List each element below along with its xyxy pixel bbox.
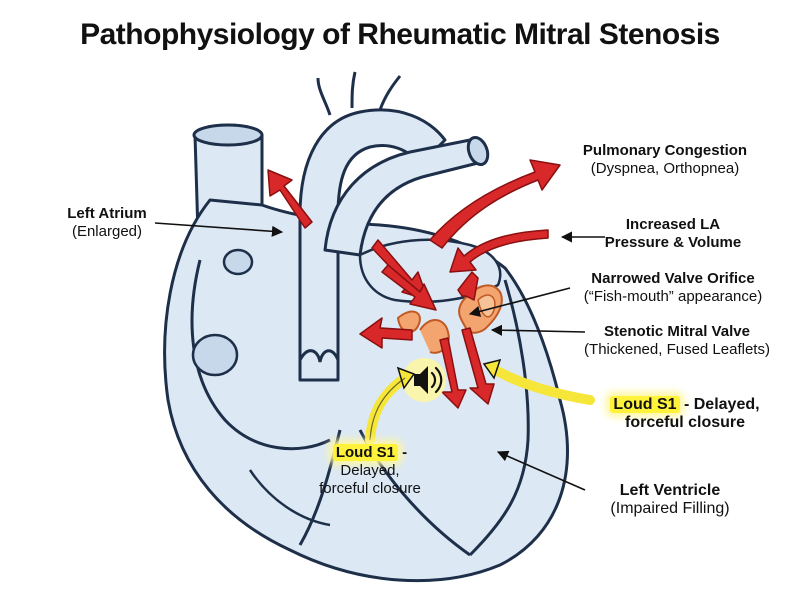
loud-s1-center-line2: Delayed, xyxy=(340,462,400,479)
label-pulmonary-congestion: Pulmonary Congestion (Dyspnea, Orthopnea… xyxy=(560,142,770,178)
flow-arrow-orifice xyxy=(457,271,479,301)
loud-s1-right-highlight: Loud S1 xyxy=(610,396,680,413)
loud-s1-center-highlight: Loud S1 xyxy=(332,444,398,461)
stenotic-valve-detail: (Thickened, Fused Leaflets) xyxy=(584,341,770,358)
label-left-atrium: Left Atrium (Enlarged) xyxy=(52,205,162,241)
pulmonary-artery-opening xyxy=(466,135,490,167)
label-stenotic-valve: Stenotic Mitral Valve (Thickened, Fused … xyxy=(562,323,792,359)
narrowed-orifice-name: Narrowed Valve Orifice xyxy=(591,270,755,287)
narrowed-orifice-detail: (“Fish-mouth” appearance) xyxy=(583,288,763,305)
pulmonary-congestion-name: Pulmonary Congestion xyxy=(582,142,748,159)
aortic-branches xyxy=(316,71,402,116)
pulmonary-congestion-detail: (Dyspnea, Orthopnea) xyxy=(590,160,740,177)
left-atrium-name: Left Atrium xyxy=(67,205,147,222)
interventricular-septum xyxy=(298,429,342,546)
right-atrium-wall xyxy=(190,259,331,451)
la-pressure-line1: Increased LA xyxy=(625,216,721,233)
ventricle-inner-wall xyxy=(248,469,331,527)
label-loud-s1-right: Loud S1 - Delayed, forceful closure xyxy=(590,396,780,432)
label-narrowed-orifice: Narrowed Valve Orifice (“Fish-mouth” app… xyxy=(558,270,788,306)
pointer-left-ventricle xyxy=(496,450,586,491)
left-ventricle-name: Left Ventricle xyxy=(619,482,721,499)
page-title: Pathophysiology of Rheumatic Mitral Sten… xyxy=(80,18,720,51)
stenotic-valve-name: Stenotic Mitral Valve xyxy=(604,323,750,340)
loud-s1-arrows xyxy=(365,358,595,445)
flow-arrow-back-left xyxy=(359,317,413,349)
loud-s1-right-rest: - Delayed, xyxy=(679,396,760,413)
speaker-icon xyxy=(402,358,446,402)
left-atrium-detail: (Enlarged) xyxy=(71,223,143,240)
loud-s1-center-line3: forceful closure xyxy=(319,480,421,497)
loud-s1-center-rest: - xyxy=(398,444,408,461)
pointer-stenotic-valve xyxy=(490,324,586,336)
left-ventricle-wall xyxy=(468,279,530,557)
vena-cava-opening xyxy=(192,123,264,147)
label-loud-s1-center: Loud S1 - Delayed, forceful closure xyxy=(300,444,440,498)
label-left-ventricle: Left Ventricle (Impaired Filling) xyxy=(590,482,750,518)
pointer-narrowed-orifice xyxy=(468,287,571,317)
label-la-pressure: Increased LA Pressure & Volume xyxy=(588,216,758,252)
flow-arrow-down-1 xyxy=(439,337,467,409)
flow-arrow-pulmonary-congestion xyxy=(429,159,561,249)
flow-arrow-into-valve-upper xyxy=(381,264,437,311)
flow-arrow-la-pressure xyxy=(449,229,549,273)
loud-s1-right-line2: forceful closure xyxy=(624,414,746,431)
fossa-ovalis xyxy=(191,333,239,377)
mitral-valve-leaflets xyxy=(396,310,450,354)
coronary-sinus xyxy=(222,248,254,276)
aortic-valve-cusps xyxy=(298,349,340,363)
left-ventricle-detail: (Impaired Filling) xyxy=(610,500,730,517)
aorta xyxy=(298,108,447,382)
flow-arrow-down-2 xyxy=(461,327,495,405)
la-pressure-line2: Pressure & Volume xyxy=(604,234,742,251)
flow-arrow-left-atrium xyxy=(267,169,313,229)
pointer-left-atrium xyxy=(154,222,284,237)
